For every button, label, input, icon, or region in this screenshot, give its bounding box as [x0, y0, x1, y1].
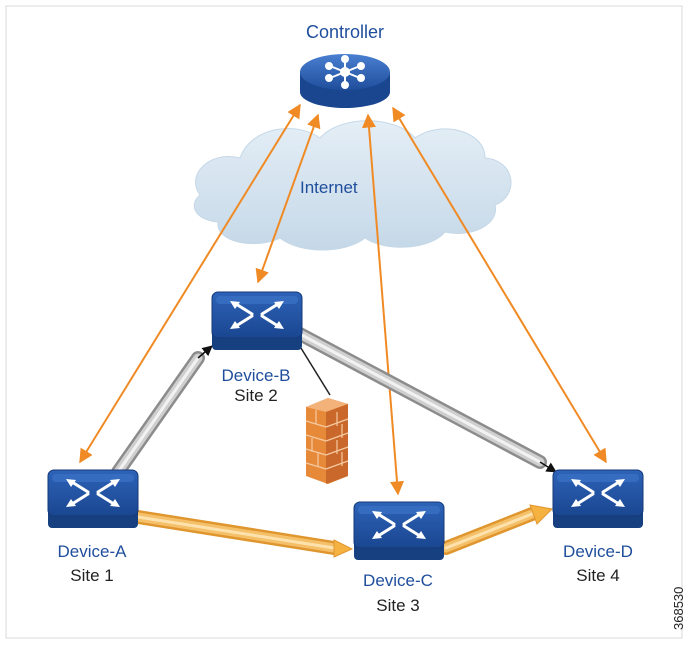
control-link-b — [255, 113, 321, 284]
tunnel-a-b — [111, 345, 213, 479]
tunnel-c-d — [439, 504, 554, 555]
figure-frame — [5, 5, 683, 639]
router-icon — [551, 468, 645, 530]
device-c-site: Site 3 — [376, 596, 419, 615]
figure-id: 368530 — [671, 587, 686, 630]
device-b-router — [210, 290, 304, 352]
device-c-router — [352, 500, 446, 562]
tunnel-a-c — [131, 510, 354, 558]
router-icon — [352, 500, 446, 562]
firewall-link — [295, 339, 331, 396]
device-c-name: Device-C — [363, 571, 433, 590]
router-icon — [46, 468, 140, 530]
device-a-router — [46, 468, 140, 530]
control-link-d — [392, 106, 607, 464]
device-b-name: Device-B — [222, 366, 291, 385]
firewall-icon — [305, 398, 349, 484]
device-d-site: Site 4 — [576, 566, 619, 585]
device-a-name: Device-A — [58, 542, 128, 561]
controller-icon — [300, 54, 390, 108]
device-d-router — [551, 468, 645, 530]
control-link-a — [79, 103, 301, 464]
cloud-label: Internet — [300, 178, 358, 197]
device-b-site: Site 2 — [234, 386, 277, 405]
controller-label: Controller — [306, 22, 384, 42]
device-d-name: Device-D — [563, 542, 633, 561]
router-icon — [210, 290, 304, 352]
tunnel-b-d — [291, 326, 557, 473]
control-connections — [79, 103, 607, 496]
device-a-site: Site 1 — [70, 566, 113, 585]
